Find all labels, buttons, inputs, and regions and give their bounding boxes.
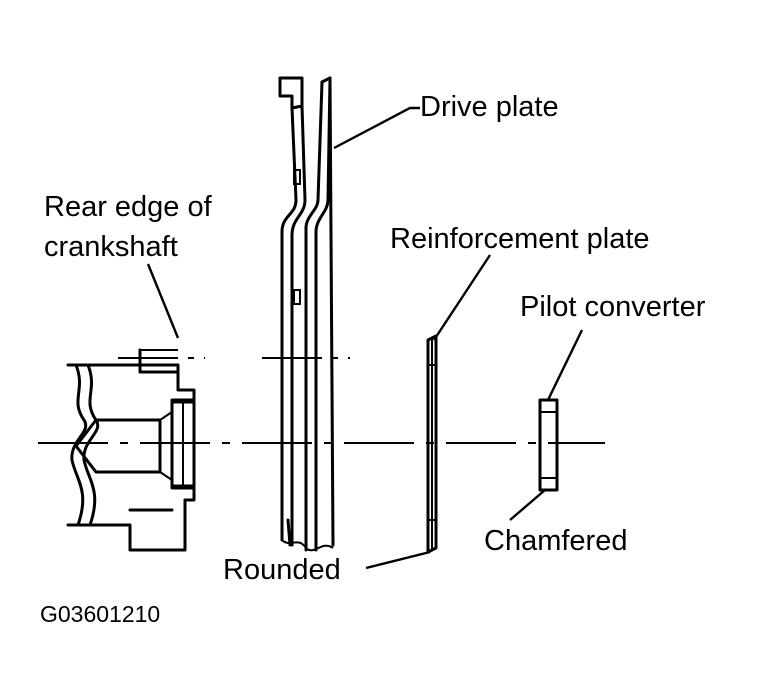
leader-pilot-converter xyxy=(546,329,584,401)
leader-rear-edge xyxy=(146,263,180,339)
label-chamfered: Chamfered xyxy=(484,525,627,557)
drive-plate xyxy=(278,76,335,552)
leader-drive-plate xyxy=(333,106,420,150)
label-reinforcement-plate: Reinforcement plate xyxy=(390,223,650,255)
figure-code: G03601210 xyxy=(40,601,160,627)
label-rear-edge-line2: crankshaft xyxy=(44,231,178,263)
leader-reinforcement xyxy=(432,254,492,341)
crankshaft-end xyxy=(66,348,196,552)
reinforcement-plate xyxy=(426,334,438,554)
label-rounded: Rounded xyxy=(223,554,341,586)
leader-rounded xyxy=(365,550,431,570)
label-drive-plate: Drive plate xyxy=(420,91,559,123)
label-pilot-converter: Pilot converter xyxy=(520,291,706,323)
label-rear-edge-line1: Rear edge of xyxy=(44,191,213,223)
pilot-converter xyxy=(538,398,559,492)
leader-chamfered xyxy=(509,489,546,521)
